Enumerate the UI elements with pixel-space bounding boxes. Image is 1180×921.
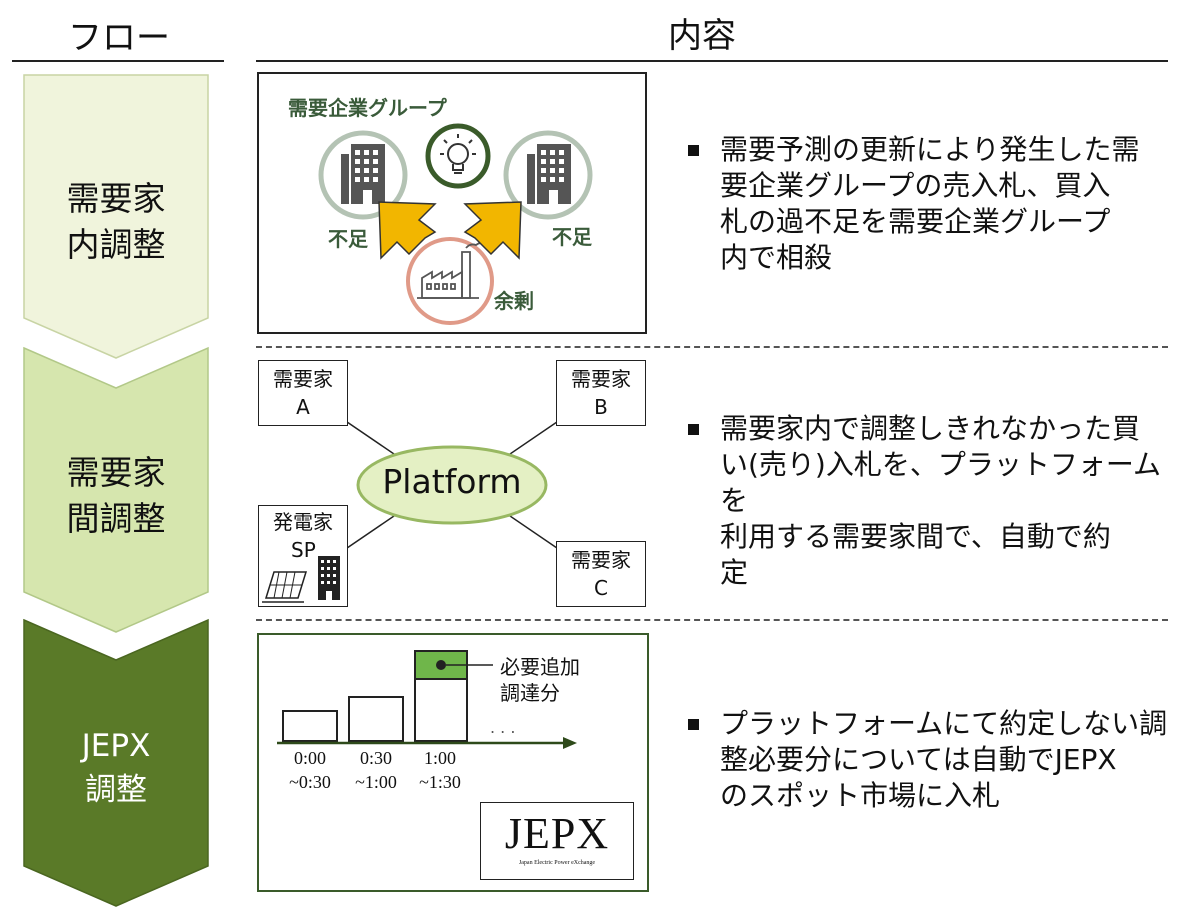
slot-bar-2 — [348, 696, 404, 742]
left-shortage-label: 不足 — [328, 227, 368, 251]
bullet-text-1: 需要予測の更新により発生した需 要企業グループの売入札、買入 札の過不足を需要企… — [720, 132, 1139, 276]
chevron-step-2 — [23, 346, 209, 633]
bullet-1-line-3: 札の過不足を需要企業グループ — [720, 205, 1111, 238]
flow-header-rule — [12, 60, 224, 62]
bulb-circle — [425, 123, 491, 189]
bullet-3-line-1: プラットフォームにて約定しない調 — [720, 707, 1168, 740]
surplus-label: 余剰 — [494, 289, 534, 313]
node-a-line-2: A — [296, 395, 310, 419]
added-procurement-line-1: 必要追加 — [500, 655, 580, 679]
flow-step-2-label: 需要家 間調整 — [24, 450, 208, 542]
node-a: 需要家 A — [258, 360, 348, 426]
flow-step-2-line-2: 間調整 — [66, 499, 166, 538]
slot-bar-1 — [282, 710, 338, 742]
content-header: 内容 — [668, 16, 736, 56]
platform-label: Platform — [382, 462, 522, 501]
node-a-line-1: 需要家 — [273, 367, 333, 391]
added-procurement-label: 必要追加 調達分 — [500, 654, 580, 706]
jepx-logo-main: JEPX — [504, 809, 610, 858]
solar-building-icons — [262, 556, 340, 603]
platform-diagram — [327, 408, 577, 562]
node-sp-line-1: 発電家 — [273, 510, 333, 534]
solar-panel-icon — [262, 571, 308, 603]
bullet-1-line-2: 要企業グループの売入札、買入 — [720, 169, 1111, 202]
left-building-icon — [341, 144, 385, 204]
node-c-line-1: 需要家 — [571, 548, 631, 572]
bullet-marker-2 — [688, 424, 699, 435]
right-building-icon — [527, 144, 571, 204]
group-title: 需要企業グループ — [288, 96, 447, 120]
jepx-logo: JEPX Japan Electric Power eXchange — [480, 802, 634, 880]
slot-1-start: 0:00 — [293, 748, 326, 768]
flow-step-1-line-1: 需要家 — [66, 179, 166, 218]
right-arrow — [463, 201, 522, 260]
node-sp-line-2: SP — [291, 538, 316, 562]
bullet-1-line-4: 内で相殺 — [720, 241, 833, 274]
node-c: 需要家 C — [556, 541, 646, 607]
platform-ellipse — [356, 445, 548, 525]
node-b: 需要家 B — [556, 360, 646, 426]
flow-step-3-label: JEPX 調整 — [24, 724, 208, 812]
separator-2 — [256, 619, 1168, 621]
node-b-line-1: 需要家 — [571, 367, 631, 391]
slot-3-start: 1:00 — [423, 748, 456, 768]
bullet-2-line-3: 利用する需要家間で、自動で約 — [720, 520, 1111, 553]
bullet-marker-1 — [688, 145, 699, 156]
left-arrow — [378, 201, 437, 260]
slot-1-end: ~0:30 — [289, 772, 331, 792]
slot-bar-3 — [414, 678, 468, 742]
ellipsis: . . . — [490, 718, 516, 737]
flow-chevrons — [23, 74, 209, 907]
added-procurement-line-2: 調達分 — [500, 681, 560, 705]
lightbulb-icon — [440, 134, 476, 174]
bullet-1-line-1: 需要予測の更新により発生した需 — [720, 133, 1140, 166]
slot-2-end: ~1:00 — [355, 772, 397, 792]
bullet-2-line-2: い(売り)入札を、プラットフォームを — [720, 448, 1162, 517]
flow-step-1-label: 需要家 内調整 — [24, 176, 208, 268]
flow-step-2-line-1: 需要家 — [66, 453, 166, 492]
slot-label-2: 0:30 ~1:00 — [344, 746, 408, 794]
time-axis-arrowhead — [563, 737, 577, 749]
group-diagram — [318, 123, 593, 325]
flow-step-3-line-1: JEPX — [81, 728, 151, 764]
time-slot-diagram — [277, 650, 577, 749]
bullet-2-line-1: 需要家内で調整しきれなかった買 — [720, 412, 1141, 445]
separator-1 — [256, 346, 1168, 348]
slot-label-3: 1:00 ~1:30 — [408, 746, 472, 794]
slot-2-start: 0:30 — [359, 748, 392, 768]
chevron-step-1 — [23, 74, 209, 359]
bullet-3-line-3: のスポット市場に入札 — [720, 779, 1001, 812]
added-procurement-dot — [436, 660, 446, 670]
bullet-text-3: プラットフォームにて約定しない調 整必要分については自動でJEPX のスポット市… — [720, 706, 1167, 814]
content-header-rule — [256, 60, 1168, 62]
slot-label-1: 0:00 ~0:30 — [278, 746, 342, 794]
building-icon — [318, 556, 340, 600]
flow-step-3-line-2: 調整 — [85, 772, 147, 808]
bullet-3-line-2: 整必要分については自動でJEPX — [720, 743, 1117, 776]
factory-circle — [406, 237, 494, 325]
chevron-step-3 — [23, 618, 209, 907]
flow-step-1-line-2: 内調整 — [66, 225, 166, 264]
factory-icon — [417, 242, 487, 299]
slot-3-end: ~1:30 — [419, 772, 461, 792]
node-b-line-2: B — [594, 395, 608, 419]
bullet-marker-3 — [688, 719, 699, 730]
right-shortage-label: 不足 — [552, 225, 592, 249]
bullet-2-line-4: 定 — [720, 556, 749, 589]
bullet-text-2: 需要家内で調整しきれなかった買 い(売り)入札を、プラットフォームを 利用する需… — [720, 411, 1180, 591]
flow-header: フロー — [68, 18, 170, 58]
jepx-logo-sub: Japan Electric Power eXchange — [518, 860, 596, 866]
node-c-line-2: C — [594, 576, 608, 600]
